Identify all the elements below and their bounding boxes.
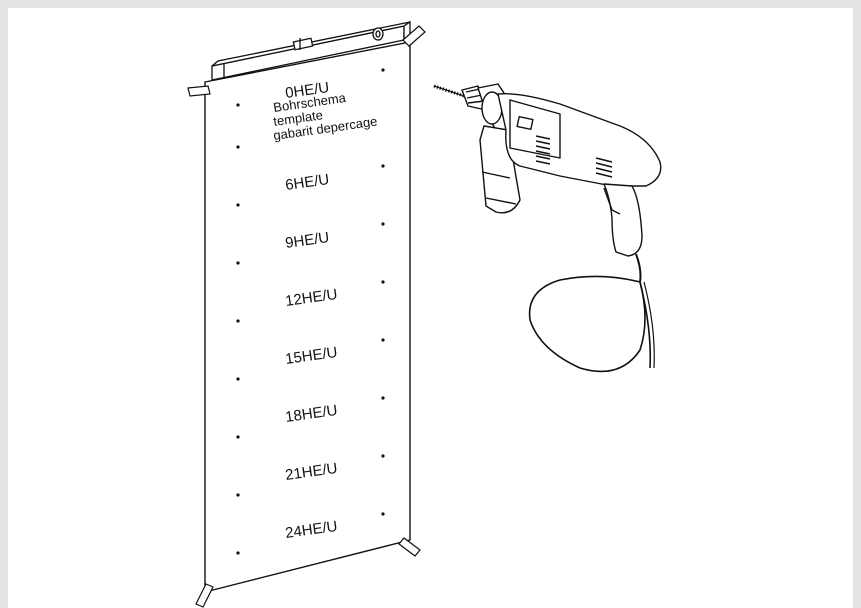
drill-hole-marker bbox=[236, 377, 240, 381]
drill-hole-marker bbox=[381, 512, 385, 516]
marker-label: 0HE/U bbox=[284, 79, 330, 102]
drill-hole-marker bbox=[381, 396, 385, 400]
drill-icon bbox=[433, 83, 662, 373]
drill-hole-marker bbox=[381, 68, 385, 72]
drill-hole-marker bbox=[381, 222, 385, 226]
drill-hole-marker bbox=[236, 319, 240, 323]
drill-hole-marker bbox=[236, 435, 240, 439]
drill-hole-marker bbox=[381, 338, 385, 342]
drill-hole-marker bbox=[381, 164, 385, 168]
left-hole-column bbox=[236, 103, 240, 555]
illustration-panel bbox=[8, 8, 853, 608]
drill-hole-marker bbox=[381, 454, 385, 458]
drill-hole-marker bbox=[236, 103, 240, 107]
marker-label: 9HE/U bbox=[284, 229, 330, 252]
marker-label: 6HE/U bbox=[284, 171, 330, 194]
drill-hole-marker bbox=[236, 203, 240, 207]
right-hole-column bbox=[381, 68, 385, 516]
drill-hole-marker bbox=[236, 261, 240, 265]
drill-hole-marker bbox=[236, 493, 240, 497]
drill-hole-marker bbox=[381, 280, 385, 284]
tape-strip-icon bbox=[187, 25, 426, 608]
template-sheet bbox=[204, 41, 411, 593]
template-title-line-2: template bbox=[272, 107, 323, 129]
drill-hole-marker bbox=[236, 145, 240, 149]
drill-hole-marker bbox=[236, 551, 240, 555]
